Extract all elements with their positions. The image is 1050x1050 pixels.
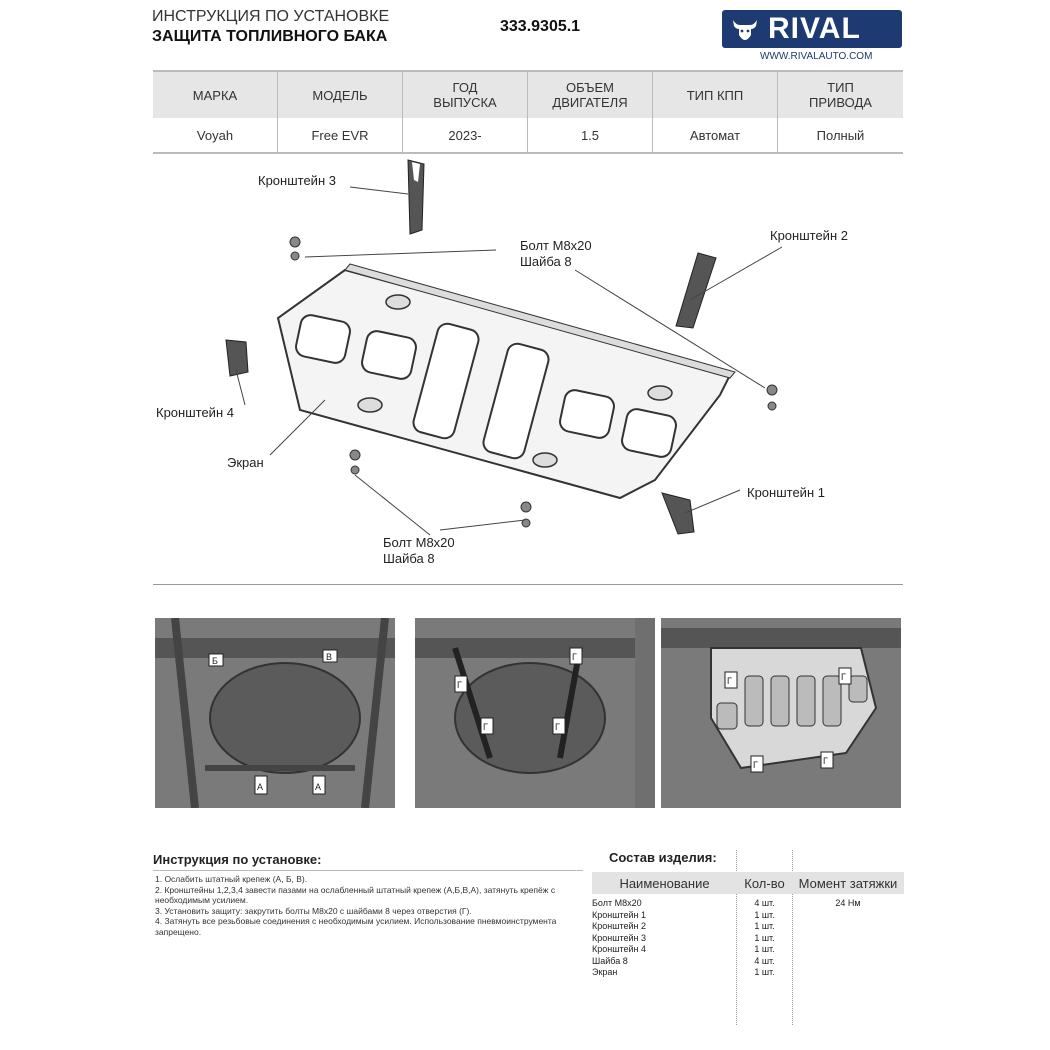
photo2-label-g1: Г: [457, 680, 462, 690]
component-name: Экран: [592, 967, 618, 977]
components-row: Болт М8х20 4 шт. 24 Нм: [592, 898, 904, 910]
spec-header-cell: МАРКА: [153, 72, 278, 118]
label-bracket-3: Кронштейн 3: [258, 173, 336, 188]
component-torque: [792, 933, 904, 945]
title-line-1: ИНСТРУКЦИЯ ПО УСТАНОВКЕ: [152, 8, 390, 25]
components-row: Кронштейн 1 1 шт.: [592, 910, 904, 922]
components-header-qty: Кол-во: [744, 875, 785, 891]
installation-photo-1: Б В А А: [155, 618, 395, 808]
components-row: Кронштейн 4 1 шт.: [592, 944, 904, 956]
instructions-list: 1. Ослабить штатный крепеж (А, Б, В). 2.…: [155, 874, 575, 937]
spec-value-cell: Voyah: [153, 118, 278, 152]
instruction-step: 3. Установить защиту: закрутить болты М8…: [155, 905, 472, 916]
logo-text: RIVAL: [768, 12, 861, 45]
photo3-label-g3: Г: [753, 760, 758, 770]
components-row: Экран 1 шт.: [592, 967, 904, 979]
photo1-label-a2: А: [315, 782, 321, 792]
label-bracket-4: Кронштейн 4: [156, 405, 234, 420]
component-name: Кронштейн 2: [592, 921, 646, 931]
components-rows: Болт М8х20 4 шт. 24 Нм Кронштейн 1 1 шт.…: [592, 898, 904, 979]
instruction-step: 2. Кронштейны 1,2,3,4 завести пазами на …: [155, 884, 556, 906]
label-bracket-1: Кронштейн 1: [747, 485, 825, 500]
photo3-label-g4: Г: [823, 756, 828, 766]
exploded-diagram: [225, 159, 783, 536]
component-torque: [792, 967, 904, 979]
components-column-divider: [736, 850, 737, 1025]
spec-value-cell: Автомат: [653, 118, 778, 152]
photo3-label-g2: Г: [841, 672, 846, 682]
leader-lines: [235, 186, 783, 536]
installation-photo-2: Г Г Г Г: [415, 618, 655, 808]
components-header-torque: Момент затяжки: [798, 875, 898, 891]
component-torque: [792, 910, 904, 922]
vehicle-spec-table: МАРКА МОДЕЛЬ ГОД ВЫПУСКА ОБЪЕМ ДВИГАТЕЛЯ…: [153, 70, 903, 154]
spec-value-cell: 1.5: [528, 118, 653, 152]
components-row: Кронштейн 2 1 шт.: [592, 921, 904, 933]
component-qty: 4 шт.: [754, 898, 775, 908]
spec-value-cell: Free EVR: [278, 118, 403, 152]
spec-header-cell: ОБЪЕМ ДВИГАТЕЛЯ: [528, 72, 653, 118]
label-bolt-top: Болт М8х20 Шайба 8: [520, 238, 592, 269]
component-torque: 24 Нм: [835, 898, 861, 908]
label-bolt-bottom: Болт М8х20 Шайба 8: [383, 535, 455, 566]
spec-header-cell: ТИП КПП: [653, 72, 778, 118]
component-qty: 1 шт.: [754, 921, 775, 931]
bracket-3-drawing: [407, 159, 425, 235]
component-qty: 1 шт.: [754, 932, 775, 943]
spec-header-cell: ТИП ПРИВОДА: [809, 80, 872, 110]
photo2-label-g4: Г: [555, 722, 560, 732]
title-line-2: ЗАЩИТА ТОПЛИВНОГО БАКА: [152, 28, 388, 45]
photo1-label-b: Б: [212, 656, 218, 666]
spec-header-row: МАРКА МОДЕЛЬ ГОД ВЫПУСКА ОБЪЕМ ДВИГАТЕЛЯ…: [153, 72, 903, 118]
photo2-label-g3: Г: [483, 722, 488, 732]
component-torque: [792, 956, 904, 968]
photo2-label-g2: Г: [572, 652, 577, 662]
instruction-step: 4. Затянуть все резьбовые соединения с н…: [155, 916, 557, 937]
spec-value-cell: 2023-: [403, 118, 528, 152]
component-qty: 1 шт.: [754, 909, 775, 920]
skid-plate: [276, 263, 736, 500]
component-qty: 1 шт.: [754, 967, 775, 977]
component-name: Кронштейн 3: [592, 932, 646, 943]
component-name: Болт М8х20: [592, 898, 642, 908]
instruction-step: 1. Ослабить штатный крепеж (А, Б, В).: [155, 874, 308, 884]
component-name: Шайба 8: [592, 955, 628, 966]
components-row: Шайба 8 4 шт.: [592, 956, 904, 968]
components-row: Кронштейн 3 1 шт.: [592, 933, 904, 945]
components-header-name: Наименование: [619, 875, 710, 891]
components-column-divider: [792, 850, 793, 1025]
photo1-label-v: В: [326, 652, 332, 662]
bull-emblem-icon: [733, 20, 757, 40]
component-torque: [792, 944, 904, 956]
component-torque: [792, 921, 904, 933]
components-header: Наименование Кол-во Момент затяжки: [592, 872, 904, 894]
rival-logo: RIVAL: [722, 10, 902, 48]
components-title: Состав изделия:: [609, 850, 717, 865]
label-bracket-2: Кронштейн 2: [770, 228, 848, 243]
label-screen: Экран: [227, 455, 264, 470]
component-name: Кронштейн 4: [592, 944, 646, 954]
spec-header-cell: МОДЕЛЬ: [278, 72, 403, 118]
bolts: [289, 236, 778, 528]
part-number: 333.9305.1: [500, 18, 581, 35]
bracket-4-drawing: [225, 339, 249, 377]
section-divider: [153, 584, 903, 585]
spec-header-cell: ГОД ВЫПУСКА: [403, 72, 528, 118]
component-qty: 1 шт.: [754, 944, 775, 954]
bracket-2-drawing: [675, 252, 717, 329]
bracket-1-drawing: [661, 492, 695, 535]
component-qty: 4 шт.: [754, 955, 775, 966]
spec-value-cell: Полный: [816, 127, 865, 143]
spec-value-row: Voyah Free EVR 2023- 1.5 Автомат Полный: [153, 118, 903, 154]
logo-url: WWW.RIVALAUTO.COM: [760, 51, 873, 62]
component-name: Кронштейн 1: [592, 909, 646, 920]
photo3-label-g1: Г: [727, 676, 732, 686]
photo1-label-a1: А: [257, 782, 263, 792]
installation-photo-3: Г Г Г Г: [661, 618, 901, 808]
instructions-title: Инструкция по установке:: [153, 852, 322, 867]
instructions-divider: [153, 870, 583, 871]
